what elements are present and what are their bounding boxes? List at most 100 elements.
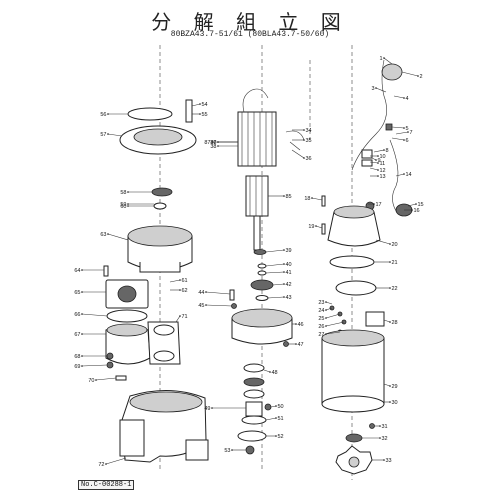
leader-dot-51 bbox=[275, 417, 277, 419]
leader-line-71 bbox=[175, 315, 181, 323]
leader-dot-27 bbox=[325, 333, 327, 335]
bearing-58 bbox=[151, 187, 173, 197]
seal-48 bbox=[243, 363, 265, 373]
leader-line-24 bbox=[325, 307, 333, 311]
leader-line-29 bbox=[383, 383, 391, 387]
ring-41 bbox=[257, 270, 267, 276]
leader-dot-18 bbox=[311, 197, 313, 199]
part-number-67: 67 bbox=[74, 332, 80, 338]
float-switch-2 bbox=[381, 63, 403, 81]
gasket-66 bbox=[106, 309, 148, 323]
leader-dot-38 bbox=[217, 145, 219, 147]
leader-line-54 bbox=[191, 103, 201, 107]
seal-body-49 bbox=[245, 401, 263, 417]
leader-dot-6 bbox=[403, 139, 405, 141]
leader-dot-22 bbox=[389, 287, 391, 289]
leader-dot-36 bbox=[303, 157, 305, 159]
right-assembly bbox=[321, 59, 413, 475]
stator-87 bbox=[237, 111, 277, 167]
clamp-6 bbox=[385, 123, 393, 131]
part-number-34: 34 bbox=[306, 128, 312, 134]
part-number-42: 42 bbox=[286, 282, 292, 288]
part-number-24: 24 bbox=[318, 308, 324, 314]
leader-dot-42 bbox=[283, 283, 285, 285]
part-number-33: 33 bbox=[386, 458, 392, 464]
leader-dot-48 bbox=[269, 371, 271, 373]
leader-dot-50 bbox=[275, 405, 277, 407]
leader-line-43 bbox=[267, 296, 285, 299]
part-number-8: 8 bbox=[386, 148, 389, 154]
part-number-55: 55 bbox=[202, 112, 208, 118]
part-number-43: 43 bbox=[286, 295, 292, 301]
leader-dot-32 bbox=[379, 437, 381, 439]
leader-dot-69 bbox=[81, 365, 83, 367]
leader-line-50 bbox=[270, 405, 277, 408]
part-number-39: 39 bbox=[286, 248, 292, 254]
bolt-19 bbox=[321, 223, 326, 235]
part-number-63: 63 bbox=[100, 232, 106, 238]
leader-line-14 bbox=[395, 173, 405, 177]
leader-dot-12 bbox=[377, 169, 379, 171]
part-number-72: 72 bbox=[98, 462, 104, 468]
leader-line-2 bbox=[401, 71, 419, 77]
part-number-38: 38 bbox=[210, 144, 216, 150]
part-number-23: 23 bbox=[318, 300, 324, 306]
part-number-7: 7 bbox=[410, 130, 413, 136]
leader-line-3 bbox=[375, 87, 387, 93]
leader-line-6 bbox=[391, 137, 405, 141]
bolt-18 bbox=[321, 195, 326, 207]
part-number-11: 11 bbox=[380, 161, 386, 167]
leader-line-25 bbox=[325, 313, 341, 319]
part-number-36: 36 bbox=[306, 156, 312, 162]
part-number-3: 3 bbox=[371, 86, 374, 92]
frame-bottom-30 bbox=[321, 395, 385, 413]
leader-dot-21 bbox=[389, 261, 391, 263]
page-title: 分 解 組 立 図 bbox=[151, 10, 349, 34]
part-number-66: 66 bbox=[74, 312, 80, 318]
bearing-42 bbox=[250, 279, 274, 291]
leader-dot-43 bbox=[283, 296, 285, 298]
leader-dot-5 bbox=[403, 127, 405, 129]
leader-line-19 bbox=[315, 225, 323, 229]
washer-69 bbox=[106, 361, 114, 369]
leader-dot-70 bbox=[95, 379, 97, 381]
part-number-9: 9 bbox=[378, 158, 381, 164]
part-number-47: 47 bbox=[298, 342, 304, 348]
leader-dot-30 bbox=[389, 401, 391, 403]
shaft bbox=[253, 215, 261, 251]
part-number-2: 2 bbox=[420, 74, 423, 80]
bearing-32 bbox=[345, 433, 363, 443]
ring-39 bbox=[253, 249, 267, 255]
part-number-14: 14 bbox=[406, 172, 412, 178]
bolt-47 bbox=[283, 341, 289, 347]
leader-dot-46 bbox=[295, 323, 297, 325]
motor-cover-20 bbox=[327, 211, 381, 247]
nut-68 bbox=[106, 352, 114, 360]
part-number-46: 46 bbox=[298, 322, 304, 328]
part-number-57: 57 bbox=[100, 132, 106, 138]
bolt-70 bbox=[115, 375, 127, 381]
leader-dot-33 bbox=[383, 459, 385, 461]
leader-dot-15 bbox=[415, 203, 417, 205]
left-assembly bbox=[103, 99, 209, 463]
leader-dot-25 bbox=[325, 317, 327, 319]
leader-dot-57 bbox=[107, 133, 109, 135]
drawing-number: No.C-00288-1 bbox=[78, 480, 135, 490]
part-number-86: 86 bbox=[210, 140, 216, 146]
leader-dot-55 bbox=[199, 113, 201, 115]
leader-line-44 bbox=[205, 291, 231, 295]
leader-line-70 bbox=[95, 377, 117, 381]
leader-dot-54 bbox=[199, 103, 201, 105]
leader-dot-29 bbox=[389, 385, 391, 387]
collar-51 bbox=[241, 415, 267, 425]
part-number-30: 30 bbox=[392, 400, 398, 406]
leader-dot-64 bbox=[81, 269, 83, 271]
leader-line-48 bbox=[263, 369, 271, 373]
leader-dot-72 bbox=[105, 463, 107, 465]
ring-43 bbox=[255, 295, 269, 301]
part-number-19: 19 bbox=[308, 224, 314, 230]
part-number-71: 71 bbox=[182, 314, 188, 320]
part-number-45: 45 bbox=[198, 303, 204, 309]
leader-line-28 bbox=[383, 319, 391, 323]
part-number-41: 41 bbox=[286, 270, 292, 276]
